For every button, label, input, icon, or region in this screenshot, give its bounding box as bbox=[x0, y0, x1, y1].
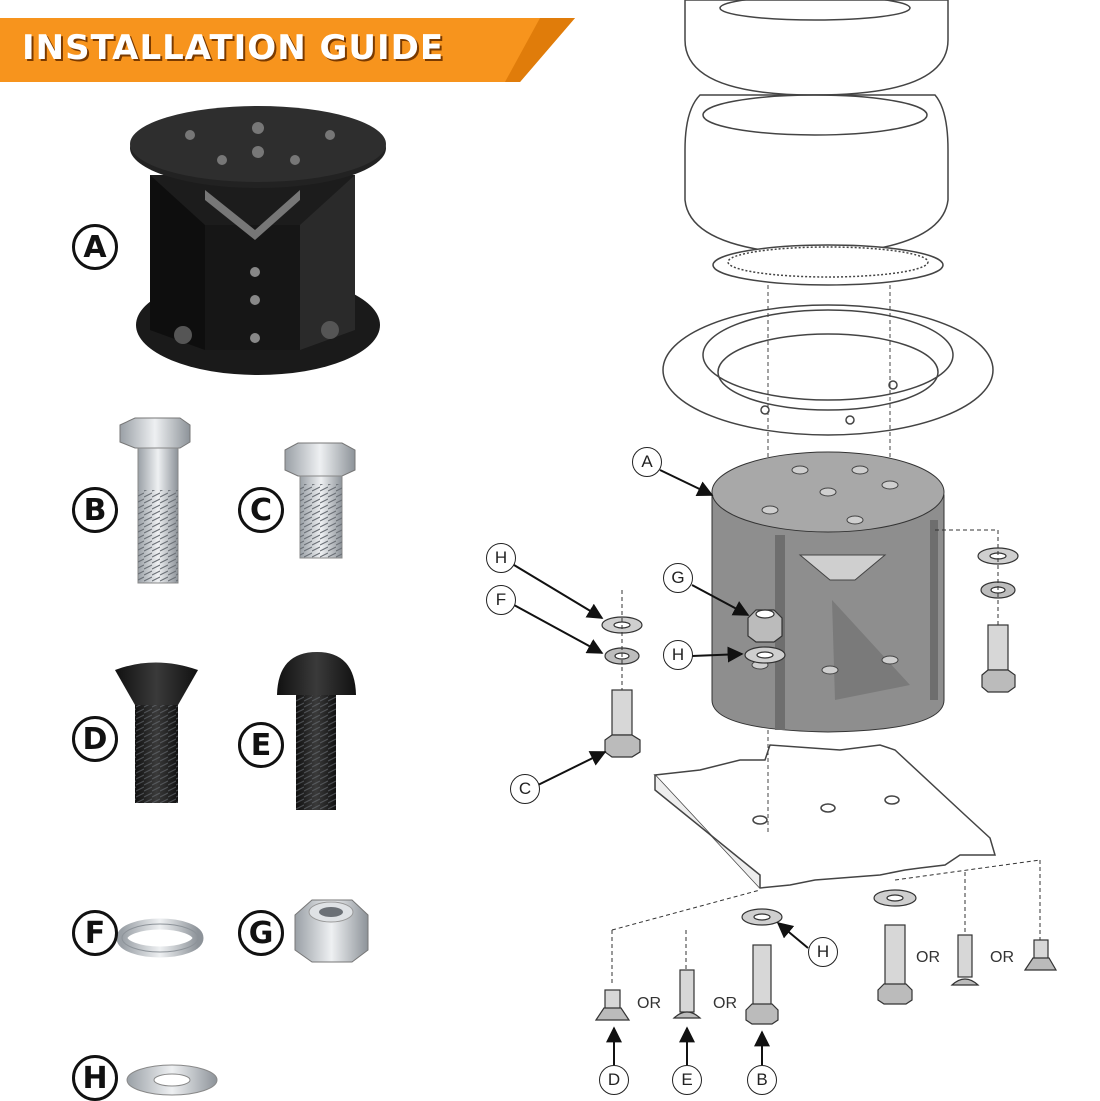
callout-h-top: H bbox=[486, 543, 516, 573]
part-c-short-bolt-photo bbox=[284, 442, 356, 559]
part-label-e: E bbox=[238, 722, 284, 768]
callout-b: B bbox=[747, 1065, 777, 1095]
bottom-bolt-options bbox=[594, 859, 1058, 1025]
callout-a: A bbox=[632, 447, 662, 477]
air-spring-diagram bbox=[662, 0, 994, 470]
or-label: OR bbox=[990, 949, 1014, 966]
part-label-f: F bbox=[72, 910, 118, 956]
part-d-flat-head-screw-photo bbox=[115, 662, 198, 803]
bracket-a-diagram bbox=[711, 451, 945, 733]
callout-e: E bbox=[672, 1065, 702, 1095]
part-e-button-head-screw-photo bbox=[277, 652, 356, 810]
installation-guide-banner: INSTALLATION GUIDE bbox=[0, 18, 575, 82]
part-label-h: H bbox=[72, 1055, 118, 1101]
middle-hardware-stack bbox=[744, 609, 786, 664]
part-label-d: D bbox=[72, 716, 118, 762]
or-label: OR bbox=[916, 949, 940, 966]
part-label-c: C bbox=[238, 487, 284, 533]
callout-f: F bbox=[486, 585, 516, 615]
left-hardware-stack bbox=[601, 590, 643, 758]
banner-shape bbox=[0, 18, 575, 82]
part-a-bracket-photo bbox=[130, 106, 386, 375]
leader-arrows bbox=[513, 469, 809, 1065]
callout-g: G bbox=[663, 563, 693, 593]
part-h-flat-washer-photo bbox=[126, 1064, 218, 1096]
callout-d: D bbox=[599, 1065, 629, 1095]
part-label-g: G bbox=[238, 910, 284, 956]
or-label: OR bbox=[713, 995, 737, 1012]
part-b-long-bolt-photo bbox=[119, 417, 191, 584]
part-f-lock-washer-photo bbox=[116, 918, 204, 958]
banner-title: INSTALLATION GUIDE bbox=[22, 28, 445, 68]
callout-h-mid: H bbox=[663, 640, 693, 670]
part-g-lock-nut-photo bbox=[294, 899, 369, 963]
or-label: OR bbox=[637, 995, 661, 1012]
part-label-b: B bbox=[72, 487, 118, 533]
part-label-a: A bbox=[72, 224, 118, 270]
callout-h-bottom: H bbox=[808, 937, 838, 967]
right-hardware-stack bbox=[935, 529, 1019, 693]
frame-plate-diagram bbox=[653, 730, 997, 889]
callout-c: C bbox=[510, 774, 540, 804]
